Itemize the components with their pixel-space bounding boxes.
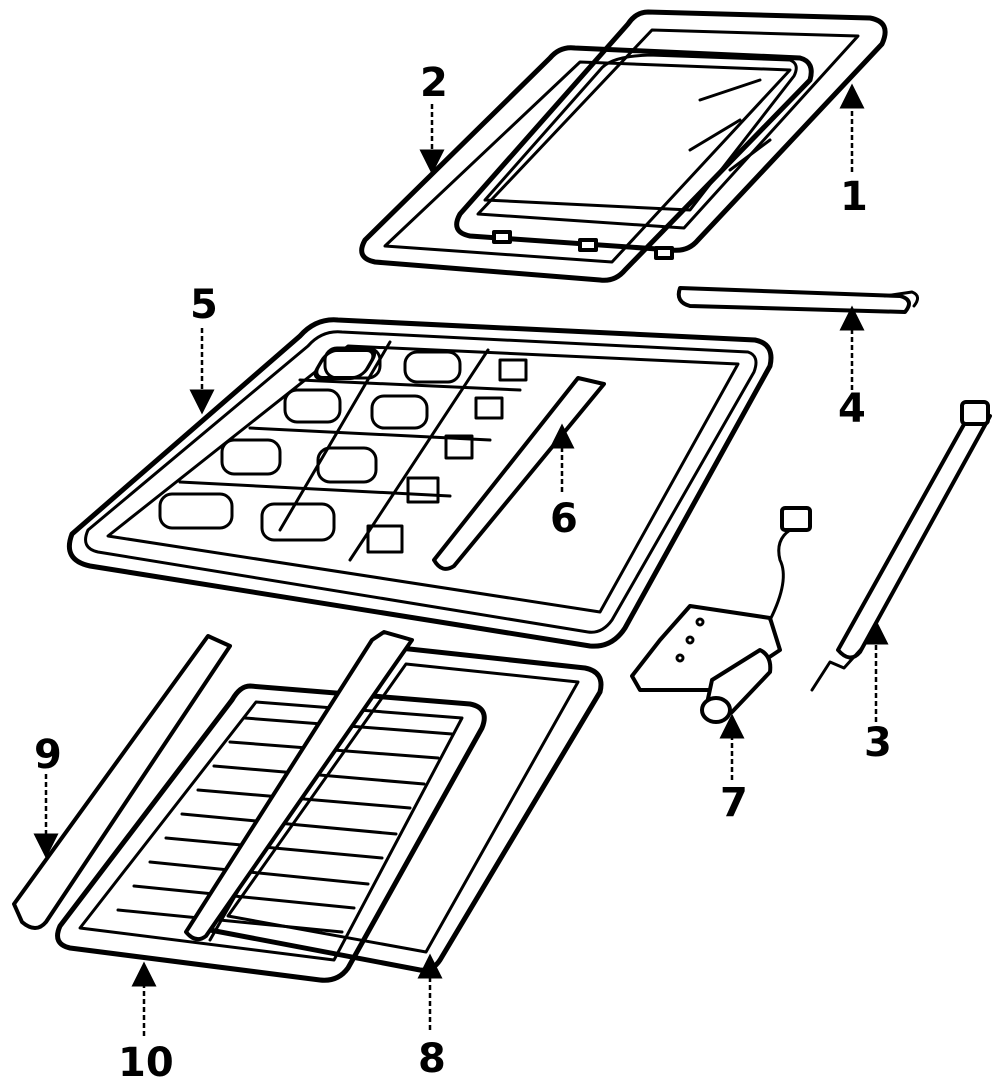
callout-5: 5 (190, 282, 218, 328)
part-8-crossbar (184, 630, 414, 942)
leader-lines (33, 83, 889, 1036)
part-9-side-strip (12, 634, 232, 930)
part-2-seal-frame (359, 45, 814, 283)
part-1-glass-panel (454, 9, 888, 260)
callout-9: 9 (34, 732, 62, 778)
callout-7: 7 (720, 780, 748, 826)
callout-8: 8 (418, 1036, 446, 1082)
callout-4: 4 (838, 386, 866, 432)
part-7-motor (630, 506, 812, 724)
part-6-strip (432, 376, 606, 571)
callout-6: 6 (550, 496, 578, 542)
callout-3: 3 (864, 720, 892, 766)
part-5-main-frame (66, 317, 774, 649)
part-4-rail (676, 286, 919, 314)
callout-10: 10 (118, 1040, 174, 1086)
part-3-side-rail (810, 400, 992, 692)
callout-1: 1 (840, 174, 868, 220)
callout-2: 2 (420, 60, 448, 106)
